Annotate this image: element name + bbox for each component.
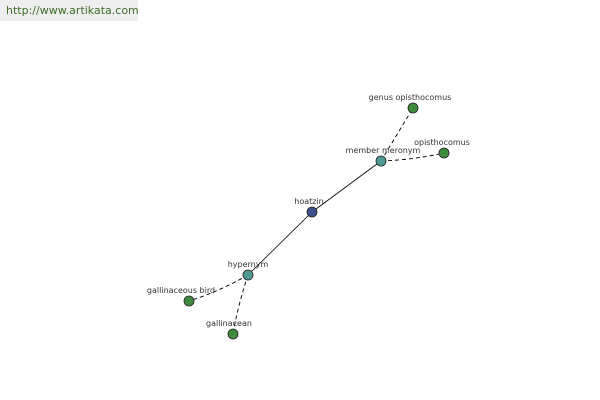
node-genus-opisthocomus-label: genus opisthocomus — [369, 93, 452, 102]
edge-hypernym-gallinaceous-bird — [188, 274, 249, 302]
node-hoatzin-label: hoatzin — [294, 197, 324, 206]
node-opisthocomus[interactable]: opisthocomus — [414, 138, 470, 159]
edge-hypernym-gallinacean — [232, 274, 249, 335]
graph-edges — [188, 107, 445, 335]
node-opisthocomus-dot — [438, 147, 450, 159]
node-hypernym-label: hypernym — [228, 260, 269, 269]
node-gallinaceous-bird-label: gallinaceous bird — [147, 286, 215, 295]
edge-hoatzin-hypernym — [247, 211, 313, 276]
edge-member-meronym-genus-opisthocomus — [380, 107, 414, 162]
node-gallinacean-dot — [227, 328, 239, 340]
node-hypernym[interactable]: hypernym — [228, 260, 269, 281]
node-member-meronym-dot — [375, 155, 387, 167]
node-member-meronym[interactable]: member meronym — [346, 146, 421, 167]
node-gallinacean-label: gallinacean — [206, 319, 252, 328]
node-gallinacean[interactable]: gallinacean — [206, 319, 252, 340]
node-gallinaceous-bird[interactable]: gallinaceous bird — [147, 286, 215, 307]
edge-member-meronym-opisthocomus — [380, 152, 445, 162]
node-genus-opisthocomus[interactable]: genus opisthocomus — [369, 93, 452, 114]
node-opisthocomus-label: opisthocomus — [414, 138, 470, 147]
node-member-meronym-label: member meronym — [346, 146, 421, 155]
node-hoatzin[interactable]: hoatzin — [294, 197, 324, 218]
node-hoatzin-dot — [306, 206, 318, 218]
node-gallinaceous-bird-dot — [183, 295, 195, 307]
watermark-url: http://www.artikata.com — [0, 0, 139, 21]
node-hypernym-dot — [242, 269, 254, 281]
node-genus-opisthocomus-dot — [407, 102, 419, 114]
graph-nodes: hoatzin member meronym hypernym genus op… — [147, 93, 470, 340]
edge-hoatzin-member-meronym — [311, 160, 382, 213]
